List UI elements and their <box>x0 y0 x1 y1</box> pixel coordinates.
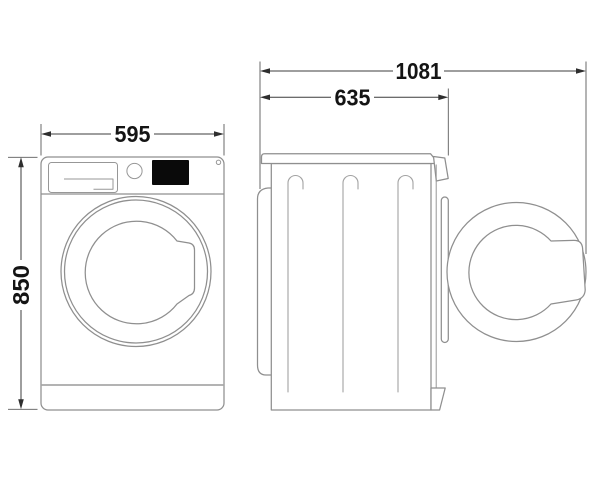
arrowhead-left <box>41 131 51 137</box>
power-button <box>215 159 222 166</box>
groove-line <box>397 175 414 393</box>
detergent-drawer-handle-line <box>64 178 114 190</box>
detergent-drawer <box>48 162 118 193</box>
side-body-outline <box>270 162 432 411</box>
open-door-window-with-handle <box>468 224 586 321</box>
groove-line <box>342 175 359 393</box>
arrowhead-left <box>260 94 270 101</box>
arrowhead-bottom <box>18 399 24 410</box>
door-ring-inner <box>63 199 209 344</box>
door-window-with-handle <box>84 220 196 325</box>
program-knob <box>126 162 143 180</box>
depth-door-open-dimension-label: 1081 <box>396 58 442 84</box>
back-panel-bulge <box>256 187 272 376</box>
side-panel-grooves <box>287 175 414 393</box>
side-view <box>256 153 587 411</box>
depth-dimension-label: 635 <box>335 84 371 110</box>
width-dimension: 595 <box>40 121 225 156</box>
side-control-panel <box>432 155 449 182</box>
display-panel <box>152 160 189 185</box>
front-plinth <box>430 387 446 411</box>
arrowhead-top <box>18 157 24 168</box>
height-dimension-label: 850 <box>8 265 34 305</box>
groove-line <box>287 175 304 393</box>
height-dimension: 850 <box>8 156 38 410</box>
arrowhead-right <box>214 131 224 137</box>
door-ring-outer <box>60 195 212 348</box>
depth-dimension: 635 <box>260 84 449 156</box>
depth-door-open-dimension: 1081 <box>259 58 587 254</box>
arrowhead-right <box>576 68 586 74</box>
arrowhead-right <box>438 94 449 101</box>
worktop-lid <box>260 153 440 165</box>
width-dimension-label: 595 <box>115 121 151 147</box>
dimension-annotations: 595 850 1081 63 <box>8 58 587 410</box>
arrowhead-left <box>260 68 270 74</box>
front-view <box>40 156 225 411</box>
